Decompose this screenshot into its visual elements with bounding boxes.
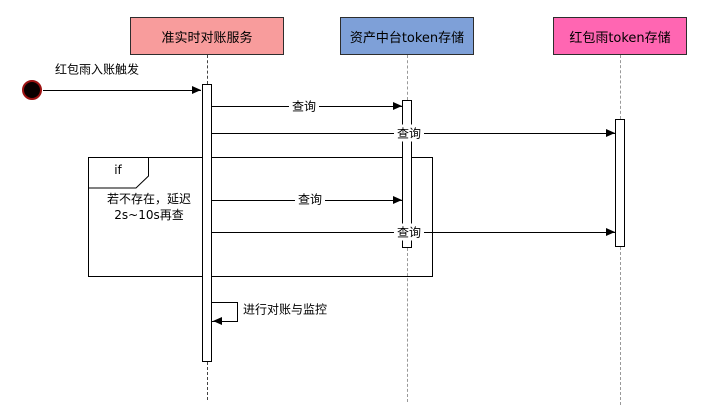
lifeline-dash-redpacket-bottom <box>620 247 621 405</box>
activation-bar-asset-token-store <box>402 100 412 248</box>
lifeline-label: 红包雨token存储 <box>569 30 671 46</box>
fragment-operator-label: if <box>114 163 122 177</box>
fragment-if-frame: if 若不存在，延迟2s~10s再查 <box>88 157 433 277</box>
lifeline-dash-recon-top <box>207 55 208 84</box>
arrowhead-icon <box>606 228 615 236</box>
fragment-guard-text: 若不存在，延迟2s~10s再查 <box>106 192 191 222</box>
message-label-query-4: 查询 <box>393 223 425 241</box>
start-node-circle <box>22 80 42 100</box>
arrowhead-icon <box>393 102 402 110</box>
arrowhead-icon <box>213 317 222 325</box>
activation-bar-recon-service <box>202 84 212 362</box>
fragment-operator-pentagon <box>88 157 149 189</box>
lifeline-label: 资产中台token存储 <box>349 30 465 46</box>
arrowhead-icon <box>393 196 402 204</box>
self-message-loop <box>212 302 238 322</box>
lifeline-header-redpacket-token-store: 红包雨token存储 <box>553 17 687 55</box>
arrowhead-icon <box>192 86 201 94</box>
message-label-query-2: 查询 <box>393 124 425 142</box>
lifeline-header-asset-token-store: 资产中台token存储 <box>340 17 474 55</box>
lifeline-dash-redpacket-top <box>620 55 621 119</box>
message-line-trigger <box>43 90 201 91</box>
lifeline-header-recon-service: 准实时对账服务 <box>130 17 284 55</box>
lifeline-dash-asset-bottom <box>407 248 408 402</box>
message-label-query-3: 查询 <box>294 190 326 208</box>
message-label-trigger: 红包雨入账触发 <box>54 62 140 77</box>
lifeline-dash-asset-top <box>407 55 408 100</box>
arrowhead-icon <box>606 129 615 137</box>
activation-bar-redpacket-token-store <box>615 119 625 247</box>
message-label-self: 进行对账与监控 <box>243 302 328 317</box>
lifeline-label: 准实时对账服务 <box>161 30 253 46</box>
message-label-query-1: 查询 <box>288 97 320 115</box>
lifeline-dash-recon-bottom <box>207 362 208 400</box>
